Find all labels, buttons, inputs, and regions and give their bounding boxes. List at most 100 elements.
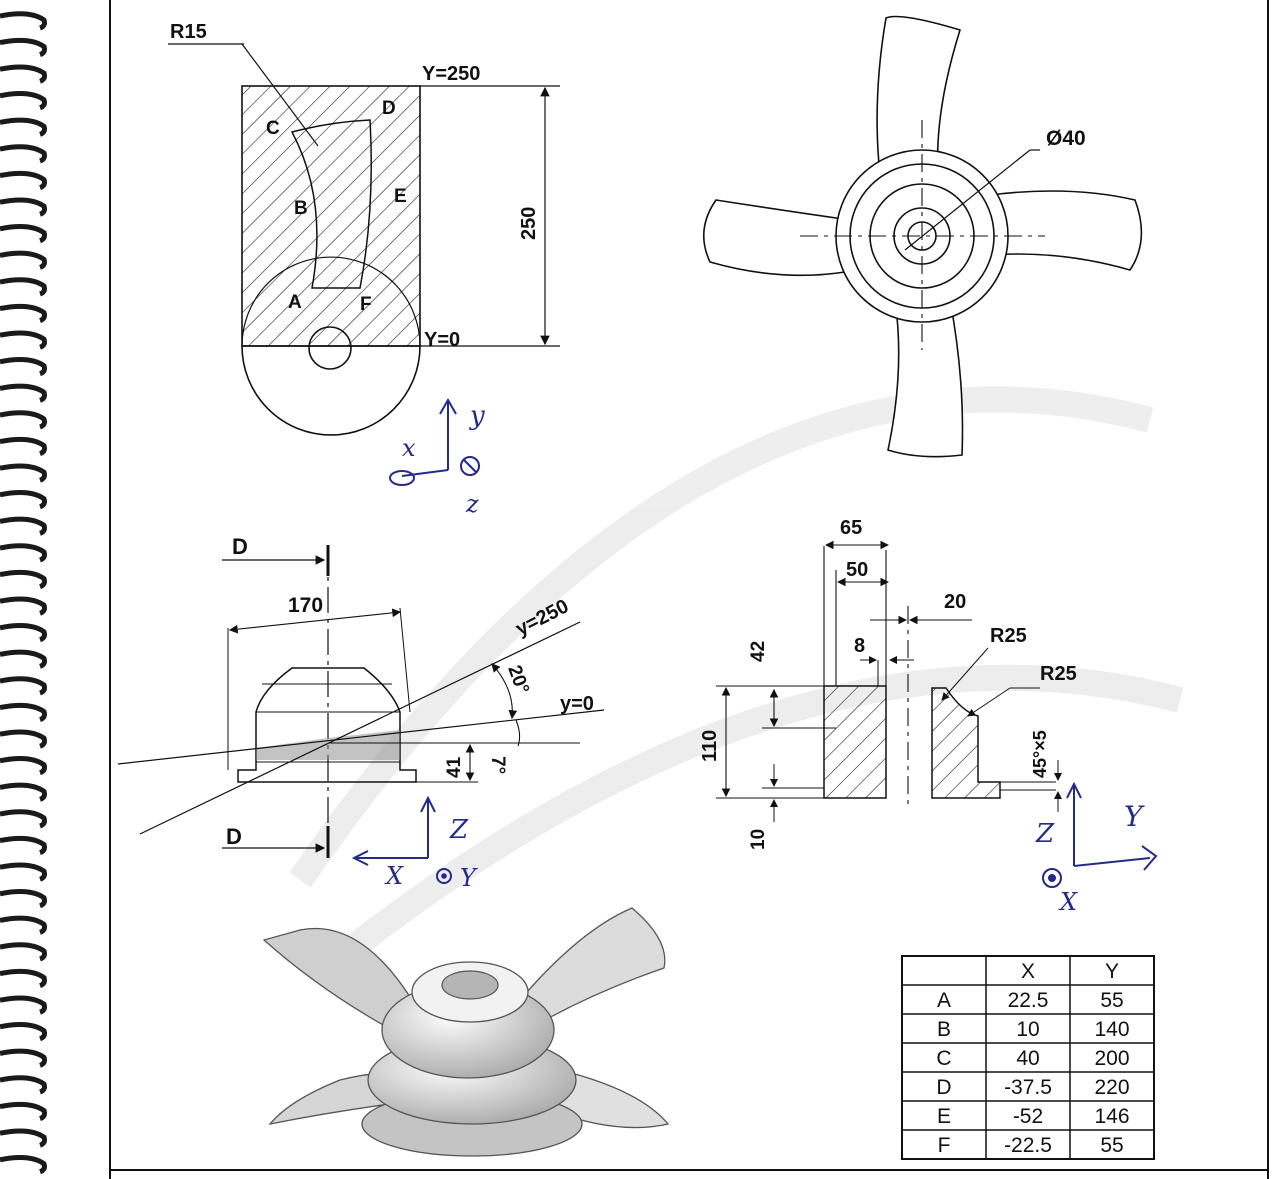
point-c: C: [266, 118, 280, 139]
angle-20: 20°: [503, 663, 533, 697]
table-header-cell: Y: [1105, 960, 1119, 983]
axis-z-label: z: [465, 490, 479, 518]
dim-65: 65: [840, 517, 862, 539]
hatched-blank: [241, 85, 421, 347]
table-cell: B: [937, 1018, 951, 1041]
binding-coil: [0, 782, 47, 802]
y-top-label: Y=250: [422, 63, 480, 85]
axis-x-detail: X: [1058, 888, 1078, 916]
binding-coil: [0, 11, 47, 31]
binding-coil: [0, 862, 47, 882]
point-a: A: [288, 292, 302, 313]
table-cell: D: [936, 1076, 951, 1099]
top-view-axes: [389, 397, 480, 486]
angle-7: 7°: [487, 756, 508, 774]
front-view: Ø40: [702, 15, 1143, 458]
point-e: E: [394, 186, 407, 207]
blade-bottom: [887, 299, 964, 458]
axis-z-detail: Z: [1035, 819, 1055, 849]
detail-hub-wall: [823, 685, 887, 799]
binding-coil: [0, 91, 47, 111]
binding-coil: [0, 676, 47, 696]
table-cell: 140: [1094, 1018, 1129, 1041]
dim-41: 41: [444, 756, 465, 778]
binding-coil: [0, 1075, 47, 1095]
binding-coil: [0, 64, 47, 84]
binding-coil: [0, 569, 47, 589]
top-view: R15 250 Y=250 Y=0 C D B E A F y x z: [168, 21, 560, 518]
point-b: B: [294, 198, 308, 219]
binding-coil: [0, 37, 47, 57]
binding-coil: [0, 490, 47, 510]
binding-coil: [0, 756, 47, 776]
dim-20: 20: [944, 591, 966, 613]
blade-right: [989, 190, 1143, 271]
base-semicircle: [241, 345, 421, 436]
table-cell: 146: [1094, 1105, 1129, 1128]
binding-coil: [0, 1022, 47, 1042]
r25-top: R25: [990, 625, 1027, 647]
binding-coil: [0, 463, 47, 483]
binding-coil: [0, 1155, 47, 1175]
y-bottom-label: Y=0: [424, 329, 460, 351]
binding-coil: [0, 596, 47, 616]
table-cell: -22.5: [1004, 1134, 1052, 1157]
binding-coil: [0, 170, 47, 190]
table-header-cell: X: [1021, 960, 1035, 983]
axis-x-section: X: [384, 862, 404, 890]
binding-coil: [0, 197, 47, 217]
table-cell: 200: [1094, 1047, 1129, 1070]
blade-top: [876, 15, 962, 176]
binding-coil: [0, 1128, 47, 1148]
binding-coil: [0, 1101, 47, 1121]
watermark-logo: [289, 386, 1184, 961]
axis-y-section: Y: [460, 864, 478, 892]
dim-110: 110: [699, 730, 721, 762]
blade-left: [702, 199, 851, 277]
table-cell: 55: [1100, 1134, 1123, 1157]
binding-coil: [0, 729, 47, 749]
binding-coil: [0, 250, 47, 270]
binding-coil: [0, 942, 47, 962]
binding-coil: [0, 117, 47, 137]
chamfer-label: 45°×5: [1030, 730, 1050, 778]
binding-coil: [0, 303, 47, 323]
section-axes: [351, 795, 452, 884]
binding-coil: [0, 383, 47, 403]
plane-y250: [139, 621, 581, 835]
table-cell: E: [937, 1105, 951, 1128]
base-circle-upper: [241, 256, 421, 347]
table-cell: 10: [1016, 1018, 1039, 1041]
table-cell: 220: [1094, 1076, 1129, 1099]
binding-coil: [0, 889, 47, 909]
point-f: F: [360, 294, 372, 315]
blade-profile: [290, 119, 372, 289]
binding-coil: [0, 649, 47, 669]
page-frame: [109, 0, 1269, 1179]
binding-coil: [0, 543, 47, 563]
point-d: D: [382, 98, 396, 119]
detail-view: 65 50 20 8 110 42 10 R25 R25 45°×5: [699, 517, 1158, 916]
plane-y0-label: y=0: [560, 693, 594, 715]
r25-right: R25: [1040, 663, 1077, 685]
binding-coil: [0, 144, 47, 164]
section-mark-bottom: D: [226, 824, 242, 849]
binding-coil: [0, 516, 47, 536]
table-border: [901, 955, 1155, 1160]
binding-coil: [0, 968, 47, 988]
table-cell: 55: [1100, 989, 1123, 1012]
binding-coil: [0, 224, 47, 244]
diameter-label: Ø40: [1046, 127, 1086, 150]
binding-coil: [0, 809, 47, 829]
dim-8: 8: [854, 635, 865, 657]
binding-coil: [0, 410, 47, 430]
bore-circle: [308, 326, 352, 370]
table-cell: -37.5: [1004, 1076, 1052, 1099]
binding-coil: [0, 330, 47, 350]
binding-coil: [0, 702, 47, 722]
axis-y-detail: Y: [1124, 800, 1145, 833]
r15-label: R15: [170, 21, 207, 43]
table-cell: C: [936, 1047, 951, 1070]
